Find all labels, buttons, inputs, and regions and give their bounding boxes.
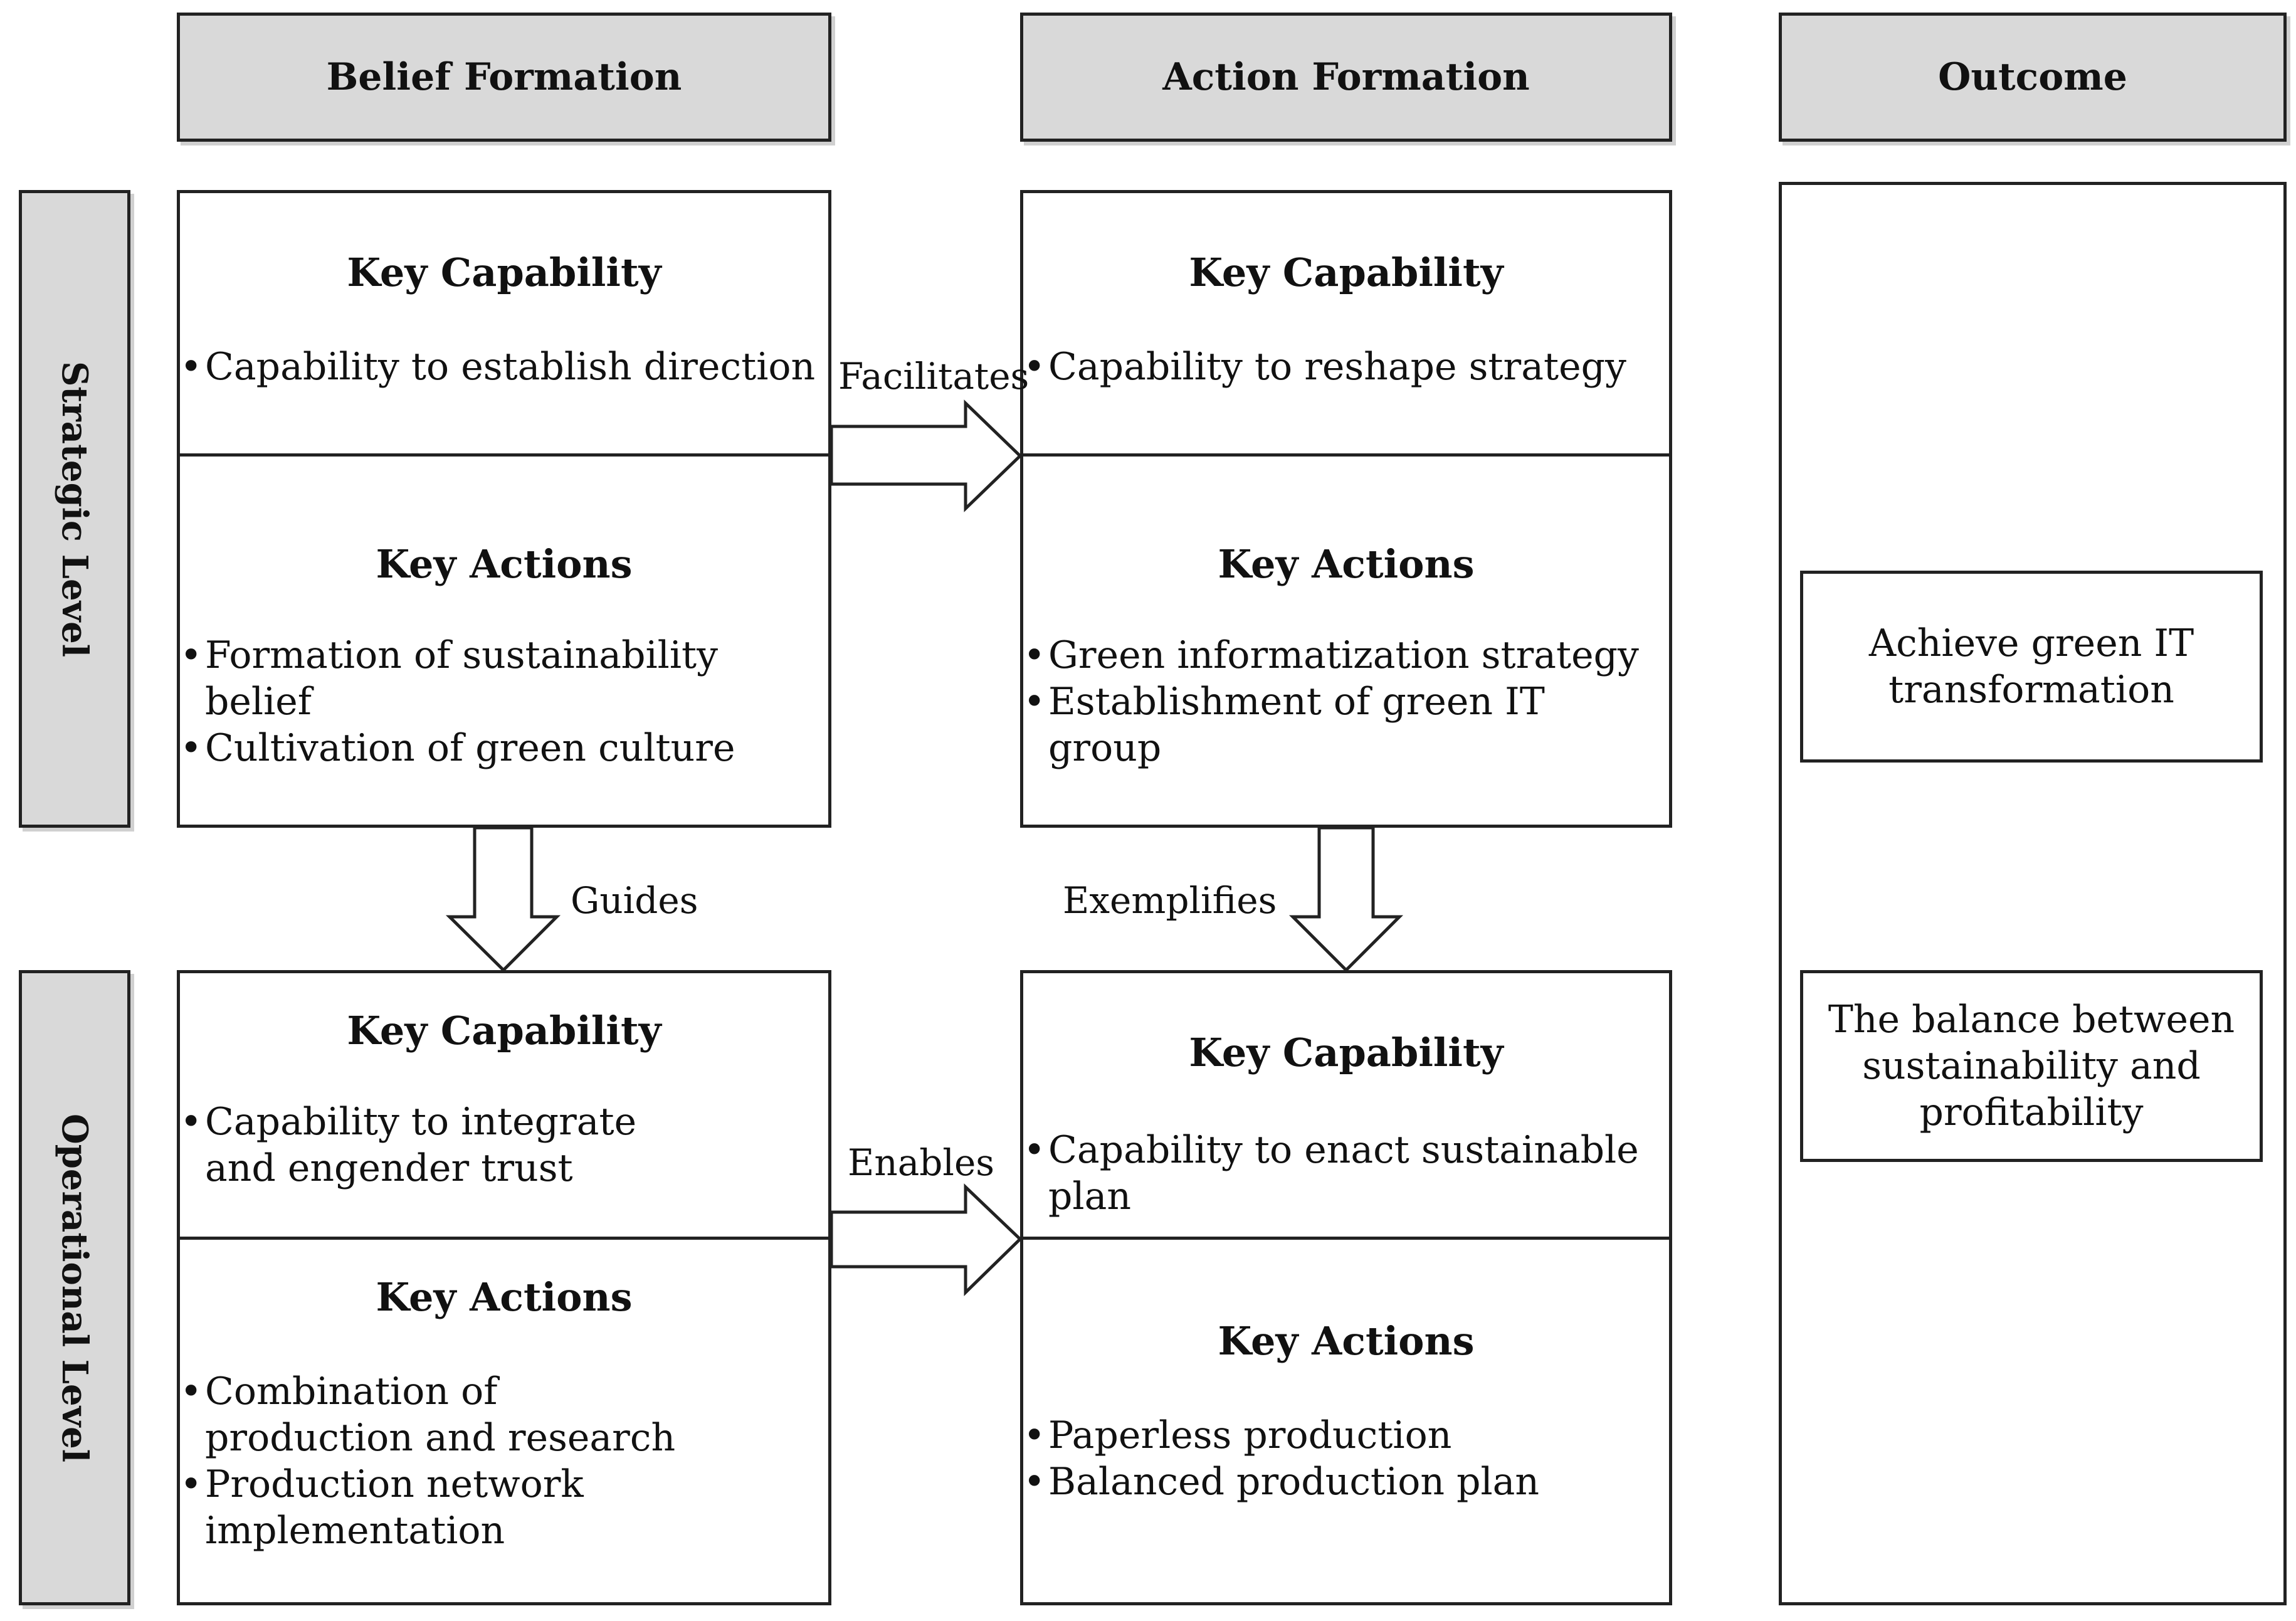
action-item: Paperless production [1023, 1412, 1669, 1459]
strategic-level-label-box: Strategic Level [19, 190, 130, 828]
operational-action-box: Key Capability Capability to enact susta… [1020, 970, 1672, 1605]
guides-arrow [445, 826, 561, 973]
actions-list: Green informatization strategy Establish… [1023, 632, 1669, 771]
strategic-action-box: Key Capability Capability to reshape str… [1020, 190, 1672, 828]
actions-title: Key Actions [1218, 1318, 1475, 1364]
actions-title: Key Actions [1218, 541, 1475, 587]
divider [180, 1237, 828, 1240]
enables-arrow [829, 1183, 1023, 1296]
capability-title: Key Capability [1189, 250, 1503, 295]
header-outcome: Outcome [1779, 13, 2287, 142]
capability-list: Capability to reshape strategy [1023, 344, 1669, 390]
action-item: Production network implementation [180, 1461, 703, 1554]
actions-title: Key Actions [376, 1274, 633, 1320]
operational-level-label-box: Operational Level [19, 970, 130, 1605]
outcome-column-box [1779, 182, 2287, 1605]
capability-item: Capability to reshape strategy [1023, 344, 1669, 390]
actions-list: Formation of sustainability belief Culti… [180, 632, 828, 771]
capability-list: Capability to enact sustainable plan [1023, 1127, 1669, 1220]
action-item: Combination of production and research [180, 1368, 703, 1461]
capability-item: Capability to integrate and engender tru… [180, 1099, 703, 1191]
outcome-sustainability-profitability-balance: The balance between sustainability and p… [1800, 970, 2263, 1162]
divider [1023, 453, 1669, 457]
actions-title: Key Actions [376, 541, 633, 587]
action-item: Establishment of green IT group [1023, 678, 1669, 771]
capability-title: Key Capability [347, 250, 661, 295]
capability-title: Key Capability [347, 1008, 661, 1053]
action-item: Green informatization strategy [1023, 632, 1669, 678]
exemplifies-label: Exemplifies [1063, 879, 1277, 922]
actions-list: Paperless production Balanced production… [1023, 1412, 1669, 1505]
capability-title: Key Capability [1189, 1030, 1503, 1075]
capability-item: Capability to establish direction [180, 344, 828, 390]
divider [180, 453, 828, 457]
capability-item: Capability to enact sustainable plan [1023, 1127, 1669, 1220]
action-item: Formation of sustainability belief [180, 632, 828, 725]
capability-list: Capability to integrate and engender tru… [180, 1099, 828, 1191]
guides-label: Guides [571, 879, 698, 922]
strategic-belief-box: Key Capability Capability to establish d… [177, 190, 831, 828]
header-action-formation: Action Formation [1020, 13, 1672, 142]
action-item: Balanced production plan [1023, 1459, 1669, 1505]
header-belief-formation: Belief Formation [177, 13, 831, 142]
action-item: Cultivation of green culture [180, 725, 828, 771]
exemplifies-arrow [1288, 826, 1404, 973]
capability-list: Capability to establish direction [180, 344, 828, 390]
operational-belief-box: Key Capability Capability to integrate a… [177, 970, 831, 1605]
enables-label: Enables [848, 1141, 995, 1184]
facilitates-label: Facilitates [838, 355, 1030, 398]
facilitates-arrow [829, 399, 1023, 512]
outcome-green-it-transformation: Achieve green IT transformation [1800, 571, 2263, 763]
divider [1023, 1237, 1669, 1240]
actions-list: Combination of production and research P… [180, 1368, 828, 1554]
